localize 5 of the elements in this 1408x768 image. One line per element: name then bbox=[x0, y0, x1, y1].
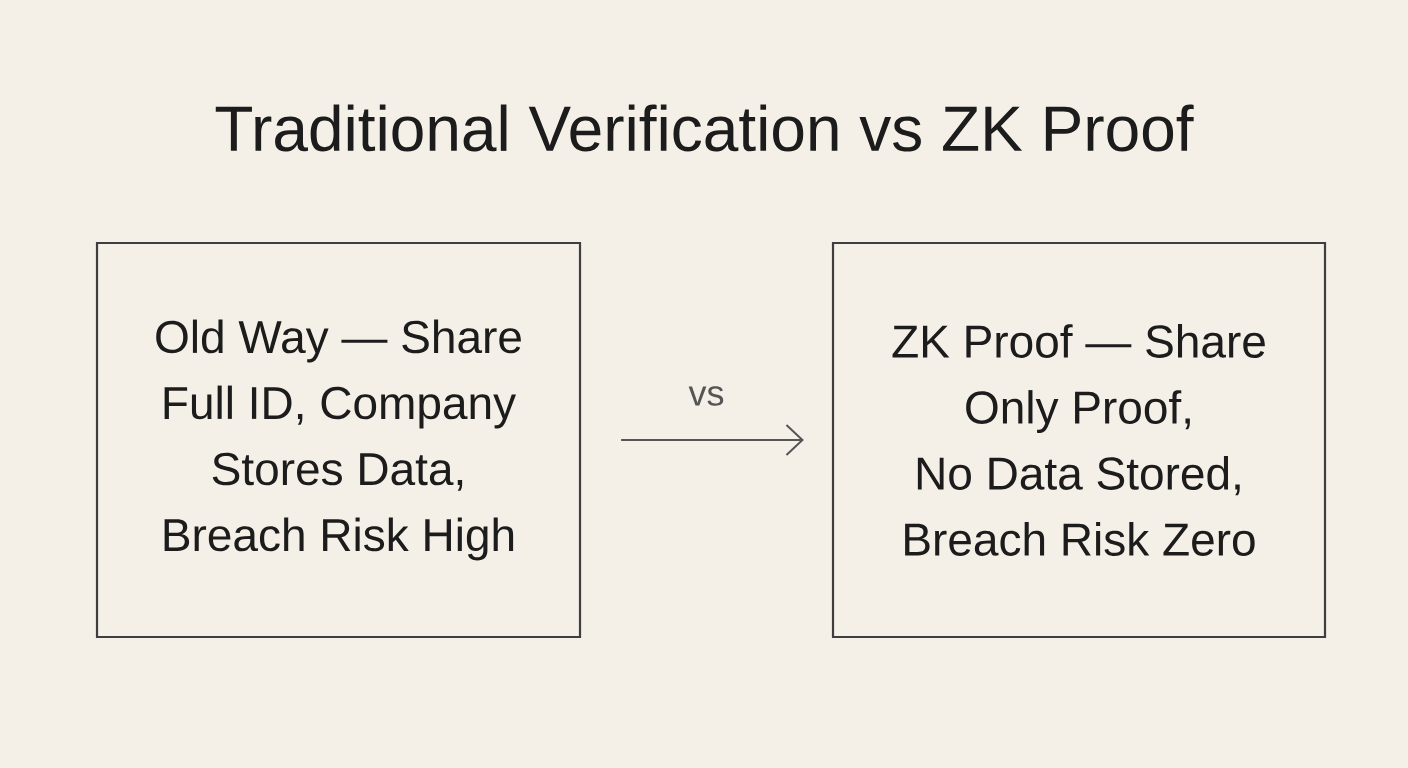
title: Traditional Verification vs ZK Proof bbox=[215, 104, 1194, 152]
edge-label: vs bbox=[686, 384, 727, 408]
text-box: ZK Proof — Share Only Proof, No Data Stored, Breach Risk Zero bbox=[831, 241, 1327, 639]
arrow bbox=[620, 424, 804, 456]
text-box: Old Way — Share Full ID, Company Stores Data, Breach Risk High bbox=[95, 241, 582, 639]
